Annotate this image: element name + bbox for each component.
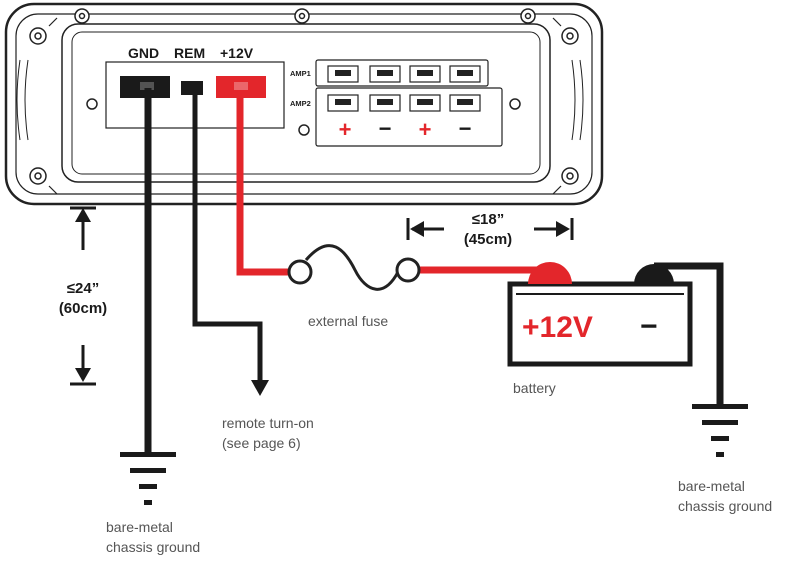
pos12v-terminal-label: +12V: [220, 45, 254, 61]
dimension-24in-value: ≤24”: [67, 280, 99, 297]
battery-label: battery: [513, 380, 556, 396]
external-fuse-label: external fuse: [308, 313, 388, 329]
speaker-neg-2: −: [459, 116, 472, 141]
speaker-neg-1: −: [379, 116, 392, 141]
speaker-pos-1: +: [339, 117, 352, 142]
battery-positive-post: [528, 262, 572, 284]
rem-terminal: [181, 81, 203, 95]
remote-label-line2: (see page 6): [222, 435, 301, 451]
speaker-pos-2: +: [419, 117, 432, 142]
ground-right-label-line2: chassis ground: [678, 498, 772, 514]
amplifier-housing: [4, 2, 604, 206]
ground-symbol-left: [120, 452, 176, 505]
amp1-label: AMP1: [290, 69, 311, 78]
battery-negative-label: −: [640, 310, 658, 343]
speaker-terminal-block: AMP1 AMP2 + − + −: [290, 59, 503, 147]
remote-wire: [192, 88, 263, 380]
dimension-18in-metric: (45cm): [464, 231, 512, 248]
dimension-18in-value: ≤18”: [472, 211, 504, 228]
amp2-label: AMP2: [290, 99, 311, 108]
remote-arrow-head: [251, 380, 269, 396]
gnd-terminal-label: GND: [128, 45, 159, 61]
ground-right-label-line1: bare-metal: [678, 478, 745, 494]
battery-ground-wire: [654, 262, 724, 408]
dimension-24in-metric: (60cm): [59, 300, 107, 317]
ground-left-label-line2: chassis ground: [106, 539, 200, 555]
dimension-24in: [70, 206, 96, 386]
ground-symbol-right: [692, 404, 748, 457]
external-fuse: [287, 244, 421, 291]
dimension-18in: [406, 218, 574, 240]
battery: +12V −: [507, 262, 693, 367]
battery-positive-label: +12V: [522, 311, 593, 344]
ground-left-label-line1: bare-metal: [106, 519, 173, 535]
rem-terminal-label: REM: [174, 45, 205, 61]
gnd-terminal: [120, 76, 170, 98]
remote-label-line1: remote turn-on: [222, 415, 314, 431]
mounting-screw: [29, 8, 579, 185]
pos12v-terminal: [216, 76, 266, 98]
power-wire-to-fuse: [236, 90, 296, 276]
